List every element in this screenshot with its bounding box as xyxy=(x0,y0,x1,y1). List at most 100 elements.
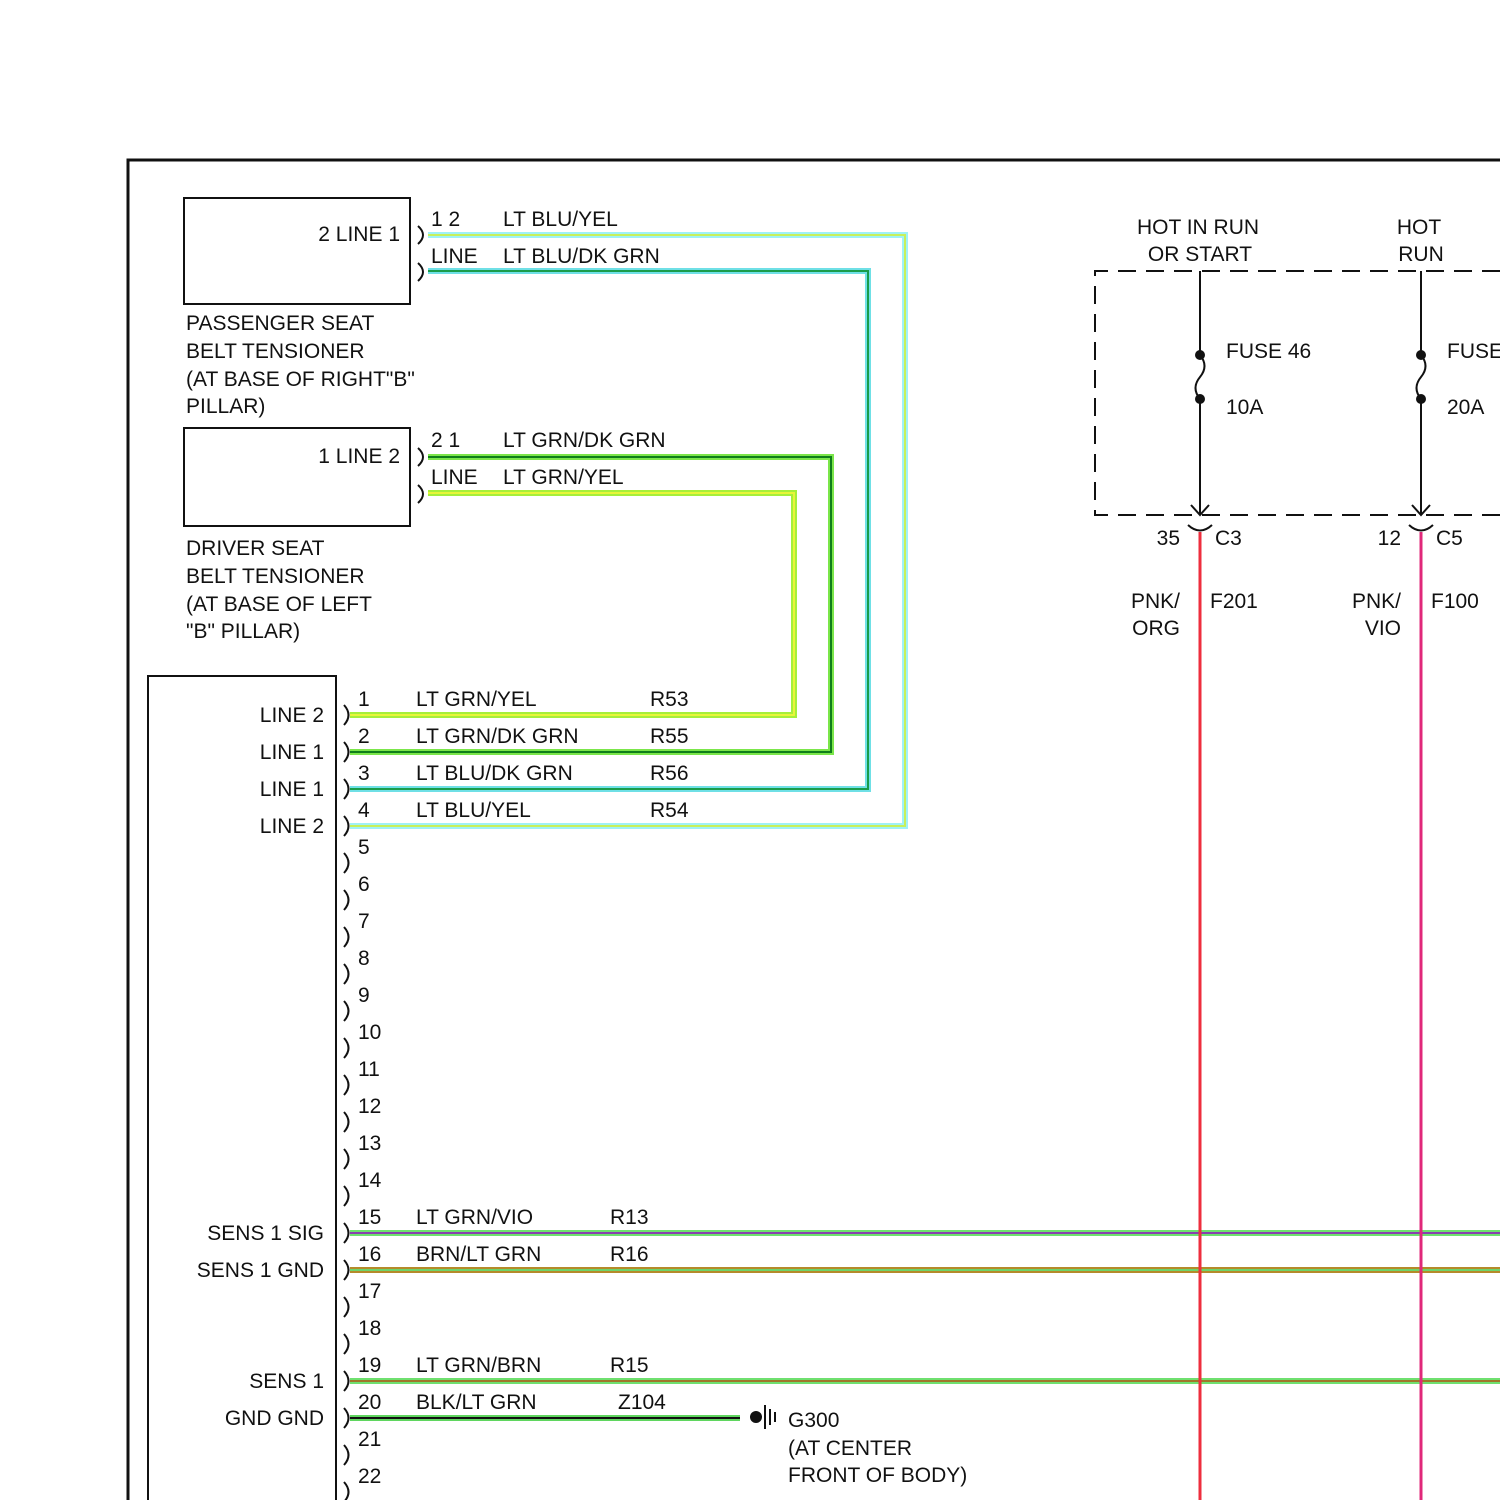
fuse-circuit: HOTRUNFUSE20A12C5PNK/VIOF100 xyxy=(1352,216,1500,1500)
fuse-wire-color: VIO xyxy=(1365,617,1401,640)
module-wire-color-label: LT BLU/DK GRN xyxy=(416,762,573,785)
driver-name-line1: DRIVER SEAT xyxy=(186,537,325,560)
connector-terminal-icon xyxy=(344,927,349,947)
connector-terminal-icon xyxy=(344,1260,349,1280)
module-pin-number: 5 xyxy=(358,836,370,859)
wire-lt-grn-yel xyxy=(350,493,794,715)
ground-name: G300 xyxy=(788,1409,839,1432)
module-pin-number: 13 xyxy=(358,1132,381,1155)
connector-terminal-icon xyxy=(1188,525,1212,531)
passenger-name-line3: (AT BASE OF RIGHT"B" xyxy=(186,368,415,391)
fuse-icon xyxy=(1196,355,1205,399)
fuse-wire-color: ORG xyxy=(1132,617,1180,640)
module-pin-row: 1LINE 2LT GRN/YELR53 xyxy=(260,688,689,727)
module-pin-number: 4 xyxy=(358,799,370,822)
module-pin-row: 15SENS 1 SIGLT GRN/VIOR13 xyxy=(207,1206,648,1245)
fuse-hot-label: RUN xyxy=(1398,243,1444,266)
module-pin-row: 9 xyxy=(344,984,370,1021)
module-pin-label: SENS 1 SIG xyxy=(207,1222,324,1245)
module-pin-row: 12 xyxy=(344,1095,381,1132)
module-wire-color-label: LT GRN/BRN xyxy=(416,1354,541,1377)
connector-terminal-icon xyxy=(344,1408,349,1428)
driver-box-label: 1 LINE 2 xyxy=(318,445,400,468)
module-pin-label: GND GND xyxy=(225,1407,324,1430)
passenger-tensioner: 2 LINE 1 1 2 LINE LT BLU/YEL LT BLU/DK G… xyxy=(184,198,660,418)
module-pin-number: 22 xyxy=(358,1465,381,1488)
fuse-list: HOT IN RUNOR STARTFUSE 4610A35C3PNK/ORGF… xyxy=(1131,216,1500,1500)
passenger-wire1-label: LT BLU/YEL xyxy=(503,208,618,231)
module-wire-color-label: LT GRN/DK GRN xyxy=(416,725,579,748)
module-pin-row: 18 xyxy=(344,1317,381,1354)
module-pin-label: LINE 1 xyxy=(260,741,324,764)
connector-terminal-icon xyxy=(344,705,349,725)
module-circuit-label: R16 xyxy=(610,1243,649,1266)
connector-terminal-icon xyxy=(344,890,349,910)
connector-terminal-icon xyxy=(344,964,349,984)
module-pin-number: 14 xyxy=(358,1169,382,1192)
ground-splice-dot xyxy=(750,1411,762,1423)
fuse-name: FUSE xyxy=(1447,340,1500,363)
connector-terminal-icon xyxy=(1409,525,1433,531)
module-pin-row: 11 xyxy=(344,1058,380,1095)
module-pin-row: 22 xyxy=(344,1465,381,1500)
connector-terminal-icon xyxy=(344,853,349,873)
module-circuit-label: R54 xyxy=(650,799,689,822)
fuse-hot-label: HOT IN RUN xyxy=(1137,216,1259,239)
fuse-name: FUSE 46 xyxy=(1226,340,1311,363)
connector-terminal-icon xyxy=(344,1186,349,1206)
module-pin-row: 21 xyxy=(344,1428,381,1465)
driver-tensioner: 1 LINE 2 2 1 LINE LT GRN/DK GRN LT GRN/Y… xyxy=(184,428,666,643)
passenger-name-line1: PASSENGER SEAT xyxy=(186,312,374,335)
module-circuit-label: R15 xyxy=(610,1354,649,1377)
fuse-wire-color: PNK/ xyxy=(1131,590,1180,613)
module-circuit-label: Z104 xyxy=(618,1391,666,1414)
passenger-pin-label: LINE xyxy=(431,245,478,268)
module-pin-row: 6 xyxy=(344,873,370,910)
fuse-rating: 20A xyxy=(1447,396,1484,419)
driver-name-line2: BELT TENSIONER xyxy=(186,565,365,588)
fuse-connector: C5 xyxy=(1436,527,1463,550)
connector-terminal-icon xyxy=(344,1445,349,1465)
connector-terminal-icon xyxy=(344,1482,349,1500)
module-pin-row: 3LINE 1LT BLU/DK GRNR56 xyxy=(260,762,689,801)
ground-location-line1: (AT CENTER xyxy=(788,1437,912,1460)
module-pin-row: 16SENS 1 GNDBRN/LT GRNR16 xyxy=(197,1243,649,1282)
connector-terminal-icon xyxy=(344,742,349,762)
module-pin-row: 5 xyxy=(344,836,370,873)
fuse-hot-label: OR START xyxy=(1148,243,1252,266)
module-wire-color-label: BLK/LT GRN xyxy=(416,1391,537,1414)
passenger-name-line2: BELT TENSIONER xyxy=(186,340,365,363)
fuse-connector: C3 xyxy=(1215,527,1242,550)
module-pin-number: 7 xyxy=(358,910,370,933)
connector-terminal-icon xyxy=(344,1297,349,1317)
connector-terminal-icon xyxy=(418,448,423,466)
module-pin-number: 8 xyxy=(358,947,370,970)
driver-tensioner-box xyxy=(184,428,410,526)
module-pin-number: 9 xyxy=(358,984,370,1007)
driver-name-line4: "B" PILLAR) xyxy=(186,620,300,643)
module-pin-label: LINE 2 xyxy=(260,704,324,727)
connector-terminal-icon xyxy=(344,1334,349,1354)
fuse-output-pin: 12 xyxy=(1378,527,1401,550)
fuse-hot-label: HOT xyxy=(1397,216,1442,239)
connector-terminal-icon xyxy=(344,1371,349,1391)
module-wire-color-label: LT GRN/YEL xyxy=(416,688,537,711)
driver-name-line3: (AT BASE OF LEFT xyxy=(186,593,372,616)
driver-pin-label: LINE xyxy=(431,466,478,489)
module-wire-color-label: LT BLU/YEL xyxy=(416,799,531,822)
module-circuit-label: R55 xyxy=(650,725,689,748)
driver-wire2-label: LT GRN/YEL xyxy=(503,466,624,489)
connector-terminal-icon xyxy=(344,779,349,799)
module-pin-row: 10 xyxy=(344,1021,381,1058)
module-pin-label: SENS 1 GND xyxy=(197,1259,324,1282)
passenger-pin-numbers: 1 2 xyxy=(431,208,460,231)
module-pin-number: 6 xyxy=(358,873,370,896)
fuse-box-outline xyxy=(1095,271,1500,515)
module-pin-row: 7 xyxy=(344,910,370,947)
